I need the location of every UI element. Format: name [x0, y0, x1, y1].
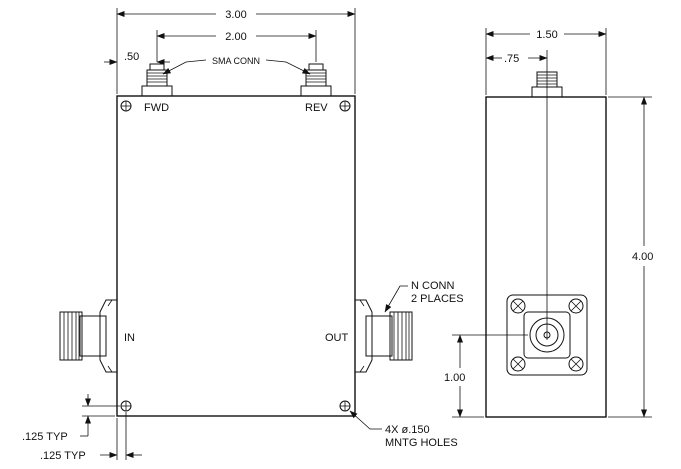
- flange-screw-top-right: [568, 298, 584, 314]
- dimension-height-text: 4.00: [632, 251, 653, 263]
- dimension-overall-width: [116, 8, 356, 94]
- dimension-connector-spacing-text: 2.00: [225, 31, 246, 43]
- dimension-hole-offset-horizontal-text: .125 TYP: [40, 450, 86, 462]
- n-conn-leader: [384, 285, 408, 313]
- sma-connector-fwd: [141, 63, 173, 97]
- sma-conn-leader-left: [162, 59, 207, 75]
- flange-screw-top-left: [510, 298, 526, 314]
- mounting-holes-label-line2: MNTG HOLES: [385, 437, 458, 449]
- mounting-hole-bottom-left: [120, 400, 132, 412]
- front-body-outline: [116, 95, 356, 417]
- rev-label: REV: [305, 102, 328, 114]
- dimension-side-width-text: 1.50: [536, 29, 557, 41]
- dimension-connector-spacing: [156, 30, 317, 62]
- dimension-height: [608, 96, 652, 418]
- dimension-n-conn-height: [452, 334, 528, 418]
- dimension-hole-offset-vertical-text: .125 TYP: [22, 431, 68, 443]
- side-body-outline: [485, 96, 607, 418]
- front-view: FWD REV IN OUT 3.00 2.00 .50 SMA CONN: [22, 8, 464, 462]
- n-conn-label-line2: 2 PLACES: [411, 293, 464, 305]
- in-label: IN: [124, 332, 135, 344]
- mounting-holes-label-line1: 4X ø.150: [385, 424, 430, 436]
- mounting-holes-leader: [349, 410, 382, 430]
- side-view: 1.50 .75 4.00 1.00: [444, 28, 653, 418]
- dimension-connector-offset-text: .50: [124, 51, 139, 63]
- mounting-hole-top-right: [339, 100, 351, 112]
- mounting-hole-top-left: [120, 100, 132, 112]
- dimension-n-conn-height-text: 1.00: [444, 372, 465, 384]
- n-conn-label-line1: N CONN: [411, 280, 454, 292]
- sma-conn-leader-right: [265, 59, 311, 75]
- out-label: OUT: [325, 332, 349, 344]
- sma-conn-label: SMA CONN: [212, 56, 260, 66]
- mounting-hole-bottom-right: [339, 400, 351, 412]
- fwd-label: FWD: [144, 102, 169, 114]
- dimension-hole-offset-horizontal: [100, 412, 142, 460]
- n-connector-in: [59, 299, 117, 373]
- sma-connector-rev: [300, 63, 332, 97]
- dimension-side-half-width-text: .75: [504, 53, 519, 65]
- n-connector-out: [355, 299, 413, 373]
- dimension-overall-width-text: 3.00: [225, 9, 246, 21]
- flange-screw-bottom-right: [568, 356, 584, 372]
- flange-screw-bottom-left: [510, 356, 526, 372]
- dimension-side-width: [485, 28, 607, 95]
- dimension-hole-offset-vertical: [80, 394, 120, 437]
